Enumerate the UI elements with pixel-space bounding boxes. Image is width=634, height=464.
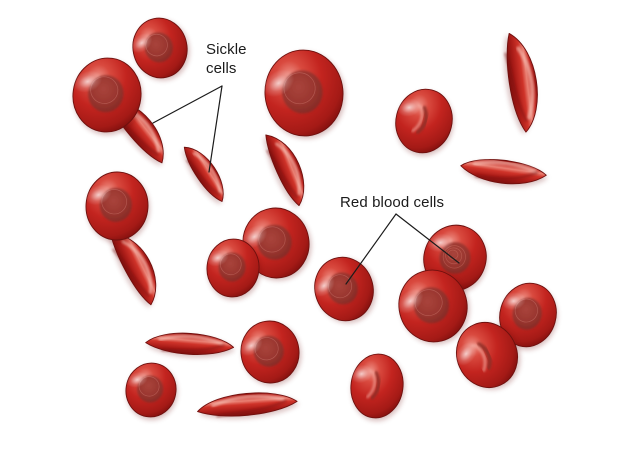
red-blood-cell <box>455 322 520 390</box>
rbc-leader-right <box>395 213 460 264</box>
red-blood-cell <box>350 353 405 421</box>
red-blood-cell <box>85 171 150 243</box>
sickle-cell <box>182 146 224 205</box>
sickle-leader-left <box>152 85 223 124</box>
sickle-cell <box>197 392 299 419</box>
red-blood-cell <box>241 207 311 281</box>
red-blood-cell-group <box>72 17 558 421</box>
sickle-cell <box>145 332 235 358</box>
sickle-cell <box>264 134 305 209</box>
red-blood-cell <box>262 49 345 139</box>
sickle-cell <box>504 33 538 135</box>
red-blood-cell <box>206 238 261 300</box>
red-blood-cell <box>239 320 301 386</box>
sickle-cell <box>460 159 548 187</box>
sickle-leader-right <box>208 85 223 173</box>
red-blood-cell <box>125 362 178 420</box>
sickle-cell <box>108 232 157 308</box>
red-blood-cell <box>72 57 143 135</box>
red-blood-cells-label: Red blood cells <box>340 194 445 211</box>
rbc-leader-left <box>345 213 397 285</box>
red-blood-cell <box>131 17 190 81</box>
sickle-cells-label: Sickle cells <box>206 41 247 77</box>
red-blood-cell <box>395 88 454 156</box>
leader-line-group <box>152 85 460 285</box>
red-blood-cell <box>499 282 558 350</box>
red-blood-cell <box>397 269 470 344</box>
red-blood-cell <box>313 256 376 323</box>
sickle-cell-group <box>106 33 548 419</box>
